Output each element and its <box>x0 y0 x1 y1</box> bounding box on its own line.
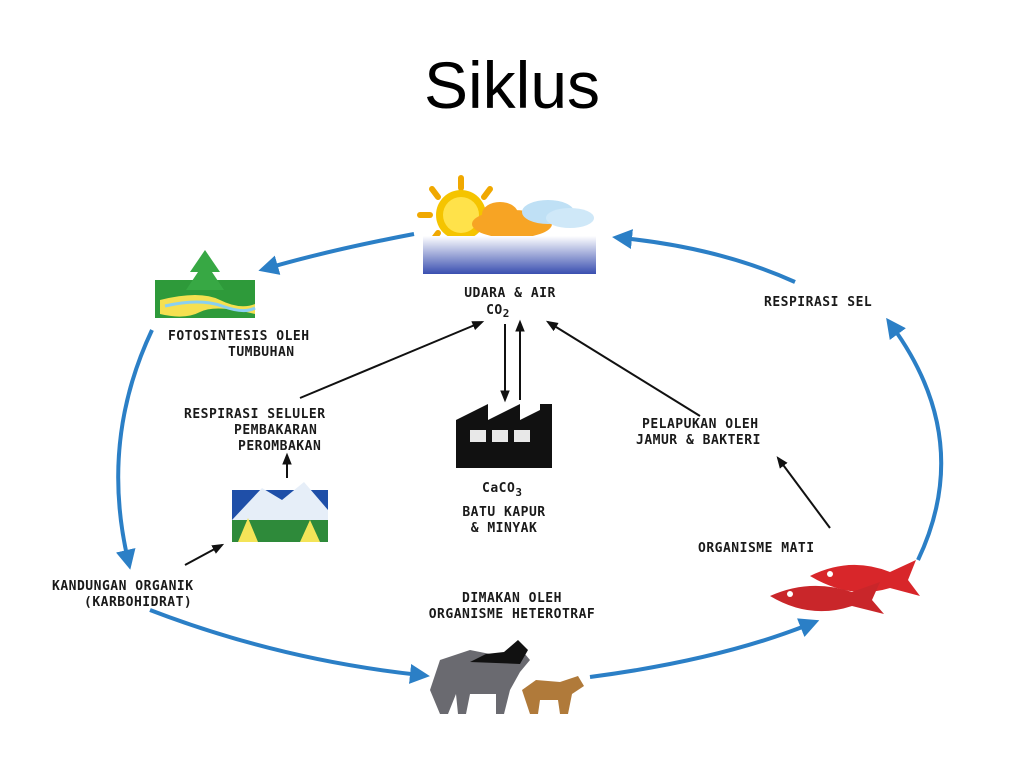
label-pelapukan-line2: JAMUR & BAKTERI <box>636 433 761 448</box>
label-caco3-sub: 3 <box>515 486 522 499</box>
slide-title: Siklus <box>423 48 601 122</box>
forest-river-icon <box>155 250 256 318</box>
label-respirasi-seluler-line2: PEMBAKARAN <box>234 423 317 438</box>
arrow-kandungan-to-animals <box>149 608 430 684</box>
label-respirasi-seluler-line1: RESPIRASI SELULER <box>184 407 326 422</box>
label-udara-air: UDARA & AIR <box>464 286 556 301</box>
arrow-forest-to-kandungan <box>115 329 154 570</box>
arrow-sun-to-forest <box>258 232 415 275</box>
arrow-respirasi-seluler-to-co2 <box>299 321 485 399</box>
arrow-respirasi-to-sun <box>612 229 796 284</box>
label-caco3-main: CaCO <box>482 481 515 496</box>
label-batu-kapur-line1: BATU KAPUR <box>462 505 545 520</box>
arrow-animals-to-fish <box>589 618 820 679</box>
label-kandungan-line1: KANDUNGAN ORGANIK <box>52 579 194 594</box>
arrow-fish-to-respirasi <box>886 317 944 561</box>
mountain-icon <box>232 482 328 542</box>
sky-water-bar <box>423 236 596 274</box>
label-respirasi-seluler-line3: PEROMBAKAN <box>238 439 321 454</box>
cycle-arrows <box>115 229 944 684</box>
arrow-kandungan-to-mountain <box>184 543 225 566</box>
labels: UDARA & AIR CO2 FOTOSINTESIS OLEH TUMBUH… <box>52 286 872 622</box>
arrow-pelapukan-to-co2 <box>545 320 701 417</box>
label-batu-kapur-line2: & MINYAK <box>471 521 538 536</box>
arrow-organisme-mati-to-pelapukan <box>776 456 831 529</box>
label-co2-sub: 2 <box>503 307 510 320</box>
label-organisme-mati: ORGANISME MATI <box>698 541 815 556</box>
label-kandungan-line2: (KARBOHIDRAT) <box>84 595 192 610</box>
label-pelapukan-line1: PELAPUKAN OLEH <box>642 417 759 432</box>
label-dimakan-line1: DIMAKAN OLEH <box>462 591 562 606</box>
factory-icon <box>456 404 552 468</box>
label-fotosintesis-line1: FOTOSINTESIS OLEH <box>168 329 310 344</box>
label-caco3: CaCO3 <box>482 481 522 499</box>
flow-arrows <box>184 319 831 566</box>
label-co2-main: CO <box>486 303 503 318</box>
label-dimakan-line2: ORGANISME HETEROTRAF <box>429 607 596 622</box>
cloud-icon <box>472 200 594 238</box>
sun-icon <box>417 175 493 244</box>
fish-icon <box>770 560 920 614</box>
label-co2: CO2 <box>486 303 510 320</box>
label-fotosintesis-line2: TUMBUHAN <box>228 345 295 360</box>
animals-icon <box>430 640 584 714</box>
label-respirasi-sel: RESPIRASI SEL <box>764 295 872 310</box>
